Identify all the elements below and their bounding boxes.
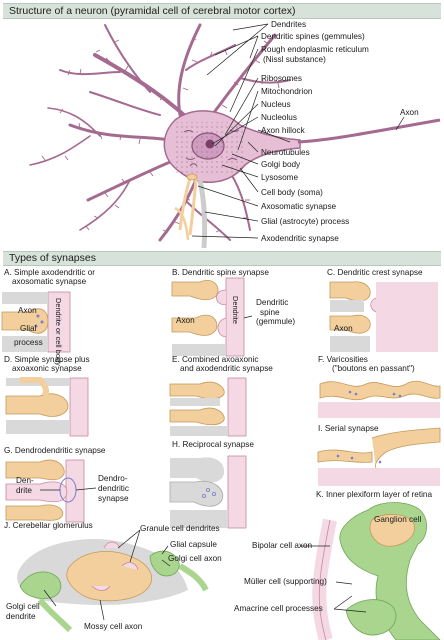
panel-c-title: C. Dendritic crest synapse (327, 268, 423, 277)
panel-b-title: B. Dendritic spine synapse (172, 268, 269, 277)
neuron-dendrite-tree (29, 23, 291, 242)
structure-title: Structure of a neuron (pyramidal cell of… (9, 5, 296, 17)
label-ribosomes: Ribosomes (261, 74, 302, 83)
label-cell-body: Cell body (soma) (261, 188, 323, 197)
synapses-title: Types of synapses (9, 252, 96, 264)
panel-k-bipolar-label: Bipolar cell axon (252, 541, 313, 550)
label-nucleus: Nucleus (261, 100, 291, 109)
panel-k-muller-label: Müller cell (supporting) (244, 577, 327, 586)
panel-k-amacrine-label: Amacrine cell processes (234, 604, 323, 613)
panel-d-drawing (5, 377, 89, 437)
panel-a-axon-label: Axon (18, 306, 37, 315)
panel-a-title: A. Simple axodendritic or axosomatic syn… (4, 268, 96, 287)
synapses-banner: Types of synapses (3, 251, 441, 266)
dendritic-spines (41, 37, 280, 233)
label-golgi: Golgi body (261, 160, 301, 169)
panel-b-spine-label: Dendritic spine (gemmule) (256, 298, 296, 326)
panel-j-mossy-label: Mossy cell axon (84, 622, 143, 631)
panel-j-title: J. Cerebellar glomerulus (4, 521, 93, 530)
label-rough-er: Rough endoplasmic reticulum (261, 45, 369, 54)
panel-c-drawing (329, 281, 438, 352)
label-nucleolus: Nucleolus (261, 113, 297, 122)
panel-c-axon-label: Axon (334, 324, 353, 333)
panel-d-title: D. Simple synapse plus axoaxonic synapse (4, 355, 90, 374)
panel-i-drawing (317, 427, 441, 486)
label-dendrites: Dendrites (271, 20, 307, 29)
panel-g-drawing (5, 459, 97, 523)
panel-e-drawing (169, 377, 247, 437)
panel-g-title: G. Dendrodendritic synapse (4, 446, 106, 455)
label-nissl: (Nissl substance) (263, 55, 326, 64)
panel-b-axon-label: Axon (176, 316, 195, 325)
panel-k-title: K. Inner plexiform layer of retina (316, 490, 433, 499)
panel-g-synapse-label: Dendro- dendritic synapse (98, 474, 129, 503)
panel-h-drawing (169, 455, 247, 529)
panel-a-drawing (1, 291, 71, 353)
axon (297, 118, 441, 144)
panel-j-granule-label: Granule cell dendrites (140, 524, 220, 533)
panel-j-golgi-axon-label: Golgi cell axon (168, 554, 222, 563)
panel-a-glial-label: Glial (20, 324, 37, 333)
label-axon-hillock: Axon hillock (261, 126, 305, 135)
panel-f-title: F. Varicosities ("boutons en passant") (318, 355, 415, 374)
label-glial-process: Glial (astrocyte) process (261, 217, 350, 226)
glial-process (197, 179, 208, 249)
panel-i-title: I. Serial synapse (318, 424, 379, 433)
panel-j-drawing (17, 529, 209, 633)
panel-j-golgi-dendrite-label: Golgi cell dendrite (6, 602, 40, 621)
label-axodendritic: Axodendritic synapse (261, 234, 339, 243)
axon-terminals (174, 173, 198, 241)
panel-h-title: H. Reciprocal synapse (172, 440, 254, 449)
panel-e-title: E. Combined axoaxonic and axodendritic s… (172, 355, 273, 374)
panel-k-ganglion-label: Ganglion cell (374, 515, 422, 524)
label-mitochondrion: Mitochondrion (261, 87, 313, 96)
panel-b-drawing (171, 277, 253, 357)
structure-banner: Structure of a neuron (pyramidal cell of… (3, 3, 441, 19)
leader-lines (191, 23, 405, 239)
label-axosomatic: Axosomatic synapse (261, 202, 337, 211)
panel-f-drawing (318, 380, 441, 418)
label-dendritic-spines: Dendritic spines (gemmules) (261, 32, 365, 41)
panel-a-glial-label-2: process (14, 338, 43, 347)
panel-g-dendrite-label: Den- drite (16, 476, 34, 495)
panel-j-capsule-label: Glial capsule (170, 540, 217, 549)
panel-k-drawing (250, 502, 441, 640)
label-neurotubules: Neurotubules (261, 148, 310, 157)
panel-b-dendrite-label: Dendrite (231, 296, 240, 324)
label-lysosome: Lysosome (261, 173, 299, 182)
label-axon: Axon (400, 108, 419, 117)
